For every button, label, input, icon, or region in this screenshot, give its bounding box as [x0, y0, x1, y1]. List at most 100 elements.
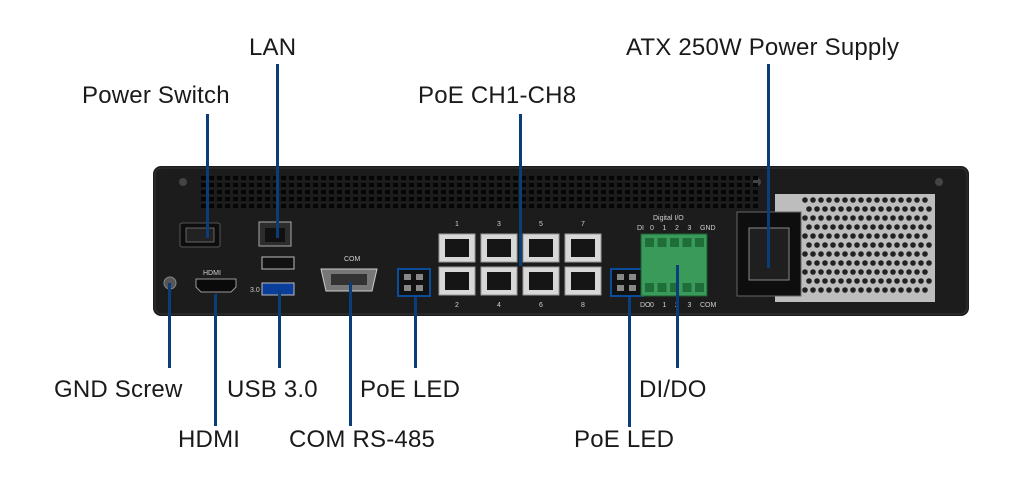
vent-slot [377, 190, 382, 194]
vent-slot [505, 190, 510, 194]
poe-port-number: 6 [539, 302, 543, 309]
vent-slot [529, 197, 534, 201]
vent-grille [201, 176, 758, 208]
vent-slot [753, 190, 758, 194]
vent-slot [633, 204, 638, 208]
vent-slot [513, 204, 518, 208]
psu-vent-hole [830, 224, 836, 230]
poe-led-right-block [610, 268, 644, 297]
vent-slot [641, 204, 646, 208]
vent-slot [377, 204, 382, 208]
vent-slot [321, 190, 326, 194]
psu-vent-hole [802, 287, 808, 293]
vent-slot [401, 197, 406, 201]
vent-slot [409, 190, 414, 194]
psu-vent-hole [898, 287, 904, 293]
psu-vent-hole [866, 251, 872, 257]
psu-vent-hole [830, 206, 836, 212]
psu-vent-hole [818, 251, 824, 257]
vent-slot [721, 204, 726, 208]
psu-vent-hole [810, 269, 816, 275]
psu-vent-hole [866, 269, 872, 275]
psu-vent-hole [882, 215, 888, 221]
vent-slot [329, 176, 334, 180]
psu-vent-hole [850, 197, 856, 203]
vent-slot [417, 176, 422, 180]
vent-slot [721, 176, 726, 180]
vent-slot [641, 190, 646, 194]
vent-slot [657, 183, 662, 187]
psu-vent-hole [842, 287, 848, 293]
psu-vent-hole [926, 224, 932, 230]
vent-slot [617, 204, 622, 208]
poe-port-socket [571, 272, 595, 290]
psu-vent-hole [902, 260, 908, 266]
vent-slot [673, 204, 678, 208]
psu-vent-hole [810, 197, 816, 203]
psu-vent-hole [914, 197, 920, 203]
vent-slot [489, 183, 494, 187]
dio-pin-label: 2 [675, 225, 679, 232]
vent-slot [649, 204, 654, 208]
vent-slot [433, 204, 438, 208]
psu-vent-hole [882, 251, 888, 257]
vent-slot [369, 197, 374, 201]
vent-slot [593, 176, 598, 180]
vent-slot [441, 204, 446, 208]
vent-slot [233, 190, 238, 194]
vent-slot [473, 183, 478, 187]
psu-vent-hole [854, 278, 860, 284]
vent-slot [481, 176, 486, 180]
vent-slot [609, 176, 614, 180]
psu-vent-hole [810, 233, 816, 239]
vent-slot [313, 183, 318, 187]
vent-slot [585, 197, 590, 201]
psu-vent-hole [874, 251, 880, 257]
psu-vent-hole [870, 206, 876, 212]
poe-port-number: 2 [455, 302, 459, 309]
vent-slot [633, 197, 638, 201]
vent-slot [345, 183, 350, 187]
psu-vent-hole [898, 233, 904, 239]
vent-slot [425, 176, 430, 180]
vent-slot [737, 176, 742, 180]
psu-vent-hole [862, 242, 868, 248]
vent-slot [465, 197, 470, 201]
psu-vent-hole [822, 260, 828, 266]
psu-grille [775, 194, 935, 302]
vent-slot [401, 190, 406, 194]
psu-vent-hole [918, 224, 924, 230]
vent-slot [745, 176, 750, 180]
vent-slot [417, 183, 422, 187]
com-port-label: COM [344, 256, 361, 263]
vent-slot [401, 176, 406, 180]
poe-led [416, 274, 423, 280]
vent-slot [505, 204, 510, 208]
dio-terminal [670, 283, 679, 292]
psu-vent-hole [874, 269, 880, 275]
vent-slot [585, 204, 590, 208]
vent-slot [257, 204, 262, 208]
psu-vent-hole [854, 242, 860, 248]
leader-poe-led-right [628, 297, 631, 427]
psu-vent-hole [842, 215, 848, 221]
vent-slot [433, 190, 438, 194]
vent-slot [601, 204, 606, 208]
vent-slot [481, 190, 486, 194]
vent-slot [217, 183, 222, 187]
psu-vent-hole [878, 260, 884, 266]
vent-slot [449, 190, 454, 194]
label-poe-led-left: PoE LED [360, 376, 461, 403]
vent-slot [617, 183, 622, 187]
vent-slot [553, 176, 558, 180]
psu-vent-hole [902, 224, 908, 230]
vent-slot [729, 197, 734, 201]
psu-vent-hole [926, 260, 932, 266]
poe-led [416, 285, 423, 291]
vent-slot [313, 204, 318, 208]
vent-slot [737, 204, 742, 208]
vent-slot [489, 190, 494, 194]
usb-port-top [261, 256, 295, 270]
vent-slot [665, 197, 670, 201]
hdmi-port-label: HDMI [203, 270, 221, 277]
